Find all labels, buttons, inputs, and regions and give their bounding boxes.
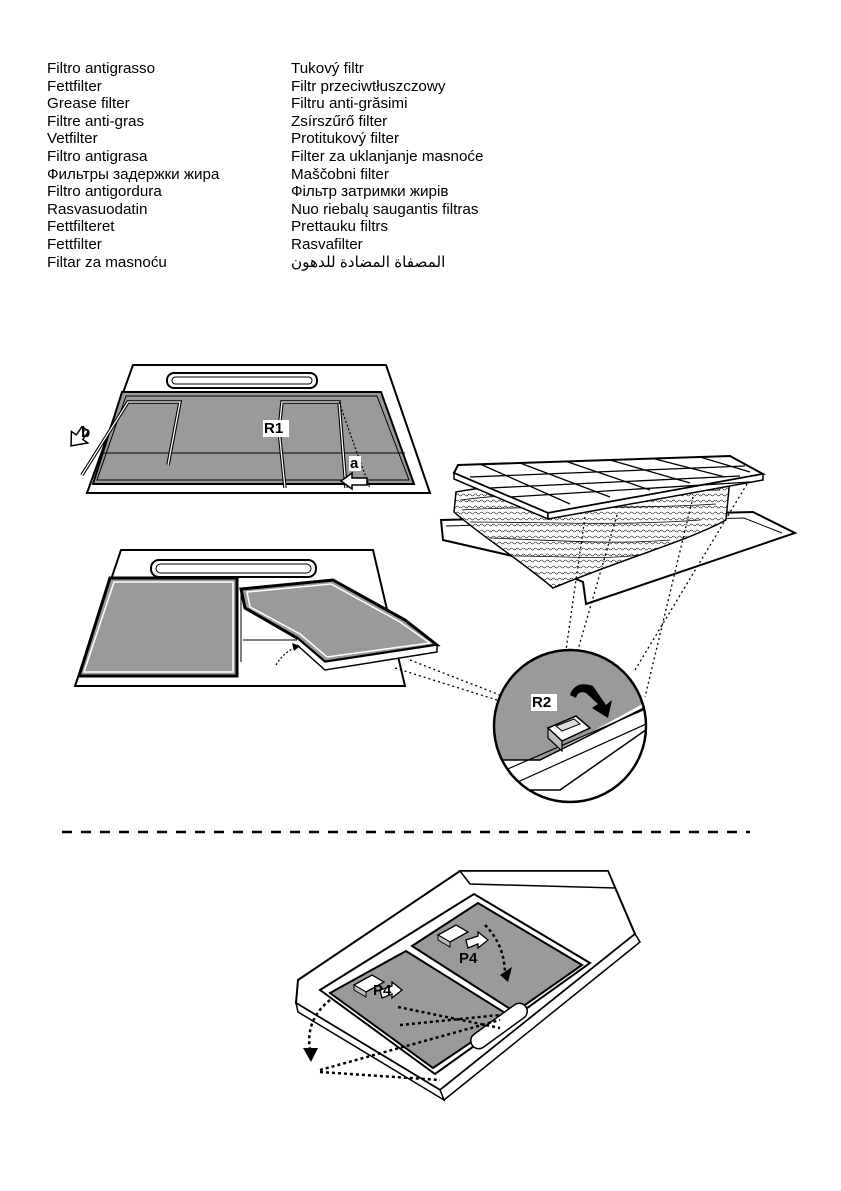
filter-name-pl: Filtr przeciwtłuszczowy: [291, 77, 446, 95]
filter-name-fr: Filtre anti-gras: [47, 112, 145, 130]
filter-name-uk: Фільтр затримки жирів: [291, 183, 449, 201]
filter-exploded-view: [439, 454, 798, 698]
filter-name-de: Fettfilter: [47, 77, 102, 95]
label-a: a: [350, 455, 359, 472]
label-p4-lower: P4: [373, 982, 392, 999]
latch-lower: [352, 974, 404, 1000]
filter-name-lv: Prettauku filtrs: [291, 218, 389, 236]
filter-name-hr: Filtar za masnoću: [47, 253, 167, 271]
filter-name-cs: Tukový filtr: [291, 60, 364, 77]
filter-name-ar: المصفاة المضادة للدهون: [291, 253, 446, 271]
filter-name-ro: Filtru anti-grăsimi: [291, 95, 408, 113]
hood-panel-clip-release: [70, 364, 432, 494]
hood-panel-filter-removal: [73, 549, 501, 701]
filter-name-ru: Фильтры задержки жира: [47, 165, 220, 183]
filter-name-et: Rasvafilter: [291, 235, 363, 253]
filter-name-no: Fettfilteret: [47, 218, 115, 236]
label-b: b: [81, 424, 90, 441]
hood-underside-p4: [294, 870, 641, 1102]
filter-name-fi: Rasvasuodatin: [47, 200, 148, 218]
label-r1: R1: [264, 420, 283, 437]
label-r2: R2: [532, 694, 551, 711]
filter-name-lt: Nuo riebalų saugantis filtras: [291, 200, 479, 218]
latch-upper: [436, 924, 490, 950]
label-p4-upper: P4: [459, 950, 478, 967]
filter-names-right-column: Tukový filtr Filtr przeciwtłuszczowy Fil…: [291, 60, 483, 271]
zoom-detail-r2: [492, 648, 648, 804]
filter-name-es: Filtro antigrasa: [47, 147, 148, 165]
filter-names-left-column: Filtro antigrasso Fettfilter Grease filt…: [47, 60, 219, 271]
filter-name-sl: Maščobni filter: [291, 165, 389, 183]
filter-name-it: Filtro antigrasso: [47, 60, 156, 77]
arrow-a: [339, 471, 368, 491]
filter-name-hu: Zsírszűrő filter: [291, 112, 388, 130]
grease-filter-panel: [91, 391, 416, 485]
filter-name-pt: Filtro antigordura: [47, 183, 162, 201]
filter-name-sk: Protitukový filter: [291, 130, 400, 148]
filter-name-bs: Filter za uklanjanje masnoće: [291, 147, 484, 165]
filter-name-en: Grease filter: [47, 95, 130, 113]
filter-name-nl: Vetfilter: [47, 130, 98, 148]
arrow-b: [70, 425, 90, 447]
filter-name-sv: Fettfilter: [47, 235, 102, 253]
grease-filter-panel-installed: [76, 576, 239, 678]
